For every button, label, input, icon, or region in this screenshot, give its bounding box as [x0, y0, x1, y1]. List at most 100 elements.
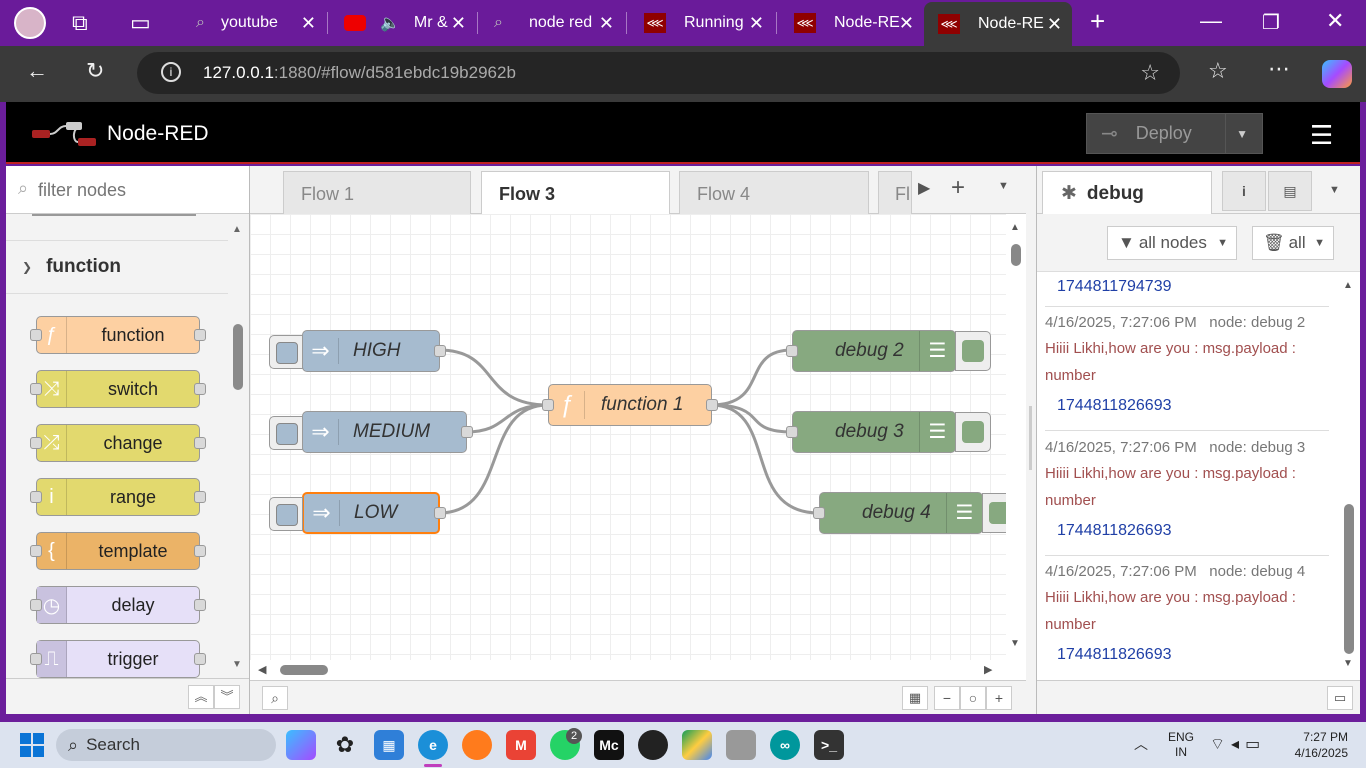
speaker-icon[interactable]: 🔈 [380, 15, 400, 32]
open-window-icon[interactable]: ▭ [1327, 686, 1353, 710]
zoom-out-icon[interactable]: − [934, 686, 960, 710]
browser-tab-node-red-active[interactable]: ⋘Node-RE✕ [924, 2, 1072, 46]
scroll-down-icon[interactable]: ▼ [232, 659, 242, 670]
filter-nodes-input[interactable] [38, 176, 238, 204]
inject-button[interactable] [269, 497, 303, 531]
taskbar-search[interactable]: ⌕Search [56, 729, 276, 761]
tab-flow-more[interactable]: Fl [878, 171, 912, 215]
minimize-icon[interactable]: — [1200, 8, 1222, 33]
palette-node-trigger[interactable]: ⎍trigger [30, 640, 206, 678]
debug-node-4[interactable]: debug 4 ☰ [813, 492, 1006, 534]
start-icon[interactable] [20, 733, 44, 757]
clear-messages-dropdown[interactable]: 🗑all▼ [1252, 226, 1334, 260]
tab-flow-3[interactable]: Flow 3 [481, 171, 670, 215]
restore-icon[interactable]: ❐ [1262, 12, 1280, 34]
output-port[interactable] [461, 426, 473, 438]
app-icon[interactable] [726, 730, 756, 760]
medium-icon[interactable]: Mc [594, 730, 624, 760]
inject-node-high[interactable]: ⇒ HIGH [269, 330, 446, 372]
flow-canvas[interactable]: ⇒ HIGH ⇒ MEDIUM ⇒ LOW ƒ function 1 debug… [250, 214, 1006, 660]
github-icon[interactable] [638, 730, 668, 760]
refresh-icon[interactable]: ↻ [86, 58, 105, 83]
expand-all-icon[interactable]: ︾ [214, 685, 240, 709]
add-flow-icon[interactable]: + [951, 174, 966, 201]
collapse-all-icon[interactable]: ︽ [188, 685, 214, 709]
output-port[interactable] [706, 399, 718, 411]
tray-chevron-icon[interactable]: ︿ [1134, 736, 1148, 752]
inject-node-low[interactable]: ⇒ LOW [269, 492, 446, 534]
palette-node-switch[interactable]: ⤨switch [30, 370, 206, 408]
palette-node-template[interactable]: {template [30, 532, 206, 570]
tab-flow-1[interactable]: Flow 1 [283, 171, 471, 215]
help-book-icon[interactable]: ▤ [1268, 171, 1312, 211]
close-window-icon[interactable]: ✕ [1326, 8, 1345, 33]
input-port[interactable] [786, 345, 798, 357]
browser-tab-node-red-1[interactable]: ⋘Node-RE✕ [780, 6, 924, 40]
debug-toggle[interactable] [955, 412, 991, 452]
deploy-menu-chevron-icon[interactable]: ▼ [1225, 114, 1258, 153]
info-icon[interactable]: i [1222, 171, 1266, 211]
zoom-in-icon[interactable]: + [986, 686, 1012, 710]
chatgpt-icon[interactable]: ✿ [335, 732, 355, 757]
main-menu-icon[interactable]: ☰ [1310, 120, 1334, 150]
tab-actions-icon[interactable]: ▭ [130, 10, 151, 35]
close-icon[interactable]: ✕ [598, 13, 614, 33]
browser-tab-music[interactable]: 🔈Mr &✕ [330, 6, 476, 40]
close-icon[interactable]: ✕ [300, 13, 316, 33]
scroll-up-icon[interactable]: ▲ [1010, 222, 1020, 233]
inject-button[interactable] [269, 335, 303, 369]
profile-avatar[interactable] [14, 7, 46, 39]
workspaces-icon[interactable]: ⧉ [72, 10, 88, 35]
debug-toggle[interactable] [955, 331, 991, 371]
flow-list-chevron-icon[interactable]: ▼ [998, 180, 1009, 192]
scroll-down-icon[interactable]: ▼ [1343, 658, 1353, 669]
palette-node-delay[interactable]: ◷delay [30, 586, 206, 624]
palette-category-header[interactable]: ❯ function [6, 240, 228, 294]
output-port[interactable] [434, 345, 446, 357]
edge-icon[interactable]: e [418, 730, 448, 760]
scroll-down-icon[interactable]: ▼ [1010, 638, 1020, 649]
input-port[interactable] [786, 426, 798, 438]
close-icon[interactable]: ✕ [748, 13, 764, 33]
function-node[interactable]: ƒ function 1 [542, 384, 718, 426]
favorites-icon[interactable]: ☆ [1208, 58, 1228, 83]
sidebar-splitter[interactable] [1026, 166, 1036, 714]
palette-node-change[interactable]: ⤮change [30, 424, 206, 462]
tab-flow-4[interactable]: Flow 4 [679, 171, 869, 215]
scroll-up-icon[interactable]: ▲ [1343, 280, 1353, 291]
info-icon[interactable]: i [161, 62, 181, 82]
store-icon[interactable]: ▦ [374, 730, 404, 760]
favorite-star-icon[interactable]: ☆ [1140, 60, 1160, 85]
scroll-right-icon[interactable]: ▶ [984, 664, 993, 676]
inject-button[interactable] [269, 416, 303, 450]
browser-tab-node-red-search[interactable]: ⌕node red✕ [494, 13, 614, 33]
more-icon[interactable]: ⋯ [1268, 56, 1290, 81]
debug-scrollbar[interactable] [1344, 504, 1354, 654]
scroll-tabs-right-icon[interactable]: ▶ [918, 180, 931, 197]
gmail-icon[interactable]: M [506, 730, 536, 760]
filter-nodes-dropdown[interactable]: ▼all nodes▼ [1107, 226, 1237, 260]
close-icon[interactable]: ✕ [1046, 14, 1062, 34]
palette-filter[interactable]: ⌕ [6, 166, 249, 214]
output-port[interactable] [434, 507, 446, 519]
firefox-icon[interactable] [462, 730, 492, 760]
google-drive-icon[interactable] [682, 730, 712, 760]
horizontal-scrollbar[interactable] [280, 665, 328, 675]
debug-node-3[interactable]: debug 3 ☰ [786, 411, 991, 453]
vertical-scrollbar[interactable] [1011, 244, 1021, 266]
terminal-icon[interactable]: >_ [814, 730, 844, 760]
close-icon[interactable]: ✕ [898, 13, 914, 33]
back-icon[interactable]: ← [26, 58, 48, 83]
browser-tab-youtube[interactable]: ⌕youtube✕ [196, 13, 316, 33]
close-icon[interactable]: ✕ [450, 13, 466, 33]
palette-scrollbar[interactable] [233, 324, 243, 390]
new-tab-icon[interactable]: + [1090, 6, 1106, 36]
debug-toggle[interactable] [982, 493, 1006, 533]
scroll-left-icon[interactable]: ◀ [258, 664, 267, 676]
input-port[interactable] [813, 507, 825, 519]
copilot-icon[interactable] [286, 730, 316, 760]
search-icon[interactable]: ⌕ [262, 686, 288, 710]
